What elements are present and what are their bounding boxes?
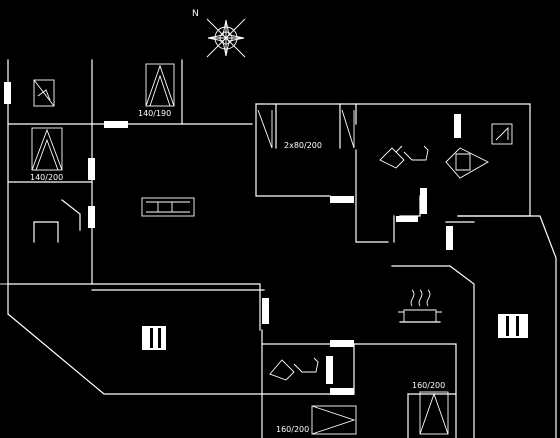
window-right bbox=[498, 314, 528, 338]
bed-label-bottom-right: 160/200 bbox=[412, 381, 445, 390]
walls bbox=[7, 59, 557, 438]
door-living-left bbox=[88, 206, 95, 228]
stove-with-steam-icon bbox=[398, 289, 442, 323]
door-kitchen-top bbox=[330, 340, 354, 347]
shower-icon bbox=[403, 145, 429, 161]
sofa-icon bbox=[141, 197, 195, 217]
sink-icon bbox=[445, 147, 489, 179]
door-bath bbox=[420, 188, 427, 214]
toilet-icon bbox=[379, 145, 405, 169]
window-bath-top bbox=[454, 114, 461, 138]
door-bottom bbox=[330, 388, 354, 395]
bottom-toilet-icon bbox=[269, 359, 295, 381]
wardrobe-icon bbox=[33, 79, 55, 107]
window-bottom-left bbox=[142, 326, 166, 350]
bed-left-icon: 140/200 bbox=[30, 127, 63, 182]
bed-label-top-small: 140/190 bbox=[138, 109, 171, 118]
compass-rose-icon: N bbox=[192, 9, 246, 58]
door-bottom-left bbox=[262, 298, 269, 324]
bathroom-fixture-icon bbox=[491, 123, 513, 145]
bed-top-small-icon: 140/190 bbox=[138, 63, 175, 118]
door-bathroom-bottom bbox=[326, 356, 333, 384]
door-living-top bbox=[88, 158, 95, 180]
bed-bottom-middle-icon: 160/200 bbox=[276, 405, 357, 435]
bed-bottom-right-icon: 160/200 bbox=[412, 381, 449, 435]
bed-double-icon: 2x80/200 bbox=[257, 109, 355, 150]
door-right-hall bbox=[446, 226, 453, 250]
window-left-top bbox=[4, 82, 11, 104]
door-top-left bbox=[104, 121, 128, 128]
bottom-shower-icon bbox=[293, 357, 319, 373]
bed-label-double: 2x80/200 bbox=[284, 141, 322, 150]
bed-label-left: 140/200 bbox=[30, 173, 63, 182]
door-hall bbox=[396, 216, 418, 222]
window-marks bbox=[150, 316, 519, 348]
door-bedroom-center bbox=[330, 196, 354, 203]
openings bbox=[4, 82, 528, 395]
north-label: N bbox=[192, 9, 199, 19]
bed-label-bottom-middle: 160/200 bbox=[276, 425, 309, 434]
